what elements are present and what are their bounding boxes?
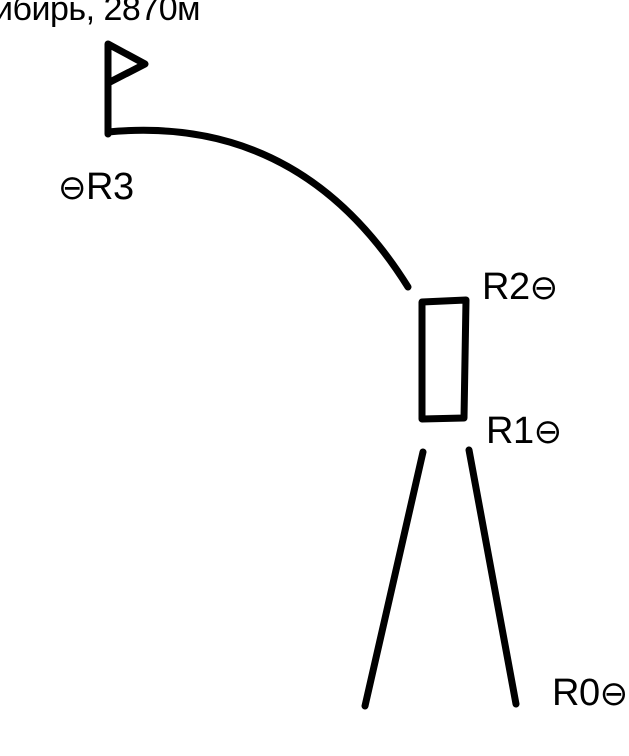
anchor-name: R1	[486, 410, 534, 452]
anchor-name: R2	[482, 266, 530, 308]
route-line-right	[465, 446, 520, 708]
crack-block	[418, 296, 470, 423]
route-arc-pitch	[104, 126, 412, 291]
anchor-label-r2: R2⊖	[482, 268, 558, 306]
anchor-label-r0: R0⊖	[552, 674, 628, 712]
summit-flag-icon	[104, 40, 149, 138]
route-line-left	[361, 448, 427, 710]
belay-station-icon: ⊖	[599, 675, 629, 713]
anchor-name: R0	[552, 672, 600, 714]
anchor-name: R3	[86, 166, 134, 208]
belay-station-icon: ⊖	[533, 413, 563, 451]
belay-station-icon: ⊖	[529, 269, 559, 307]
anchor-label-r1: R1⊖	[486, 412, 562, 450]
anchor-label-r3: ⊖R3	[58, 168, 134, 206]
route-title: ибирь, 2870м	[0, 0, 201, 28]
belay-station-icon: ⊖	[58, 169, 87, 207]
